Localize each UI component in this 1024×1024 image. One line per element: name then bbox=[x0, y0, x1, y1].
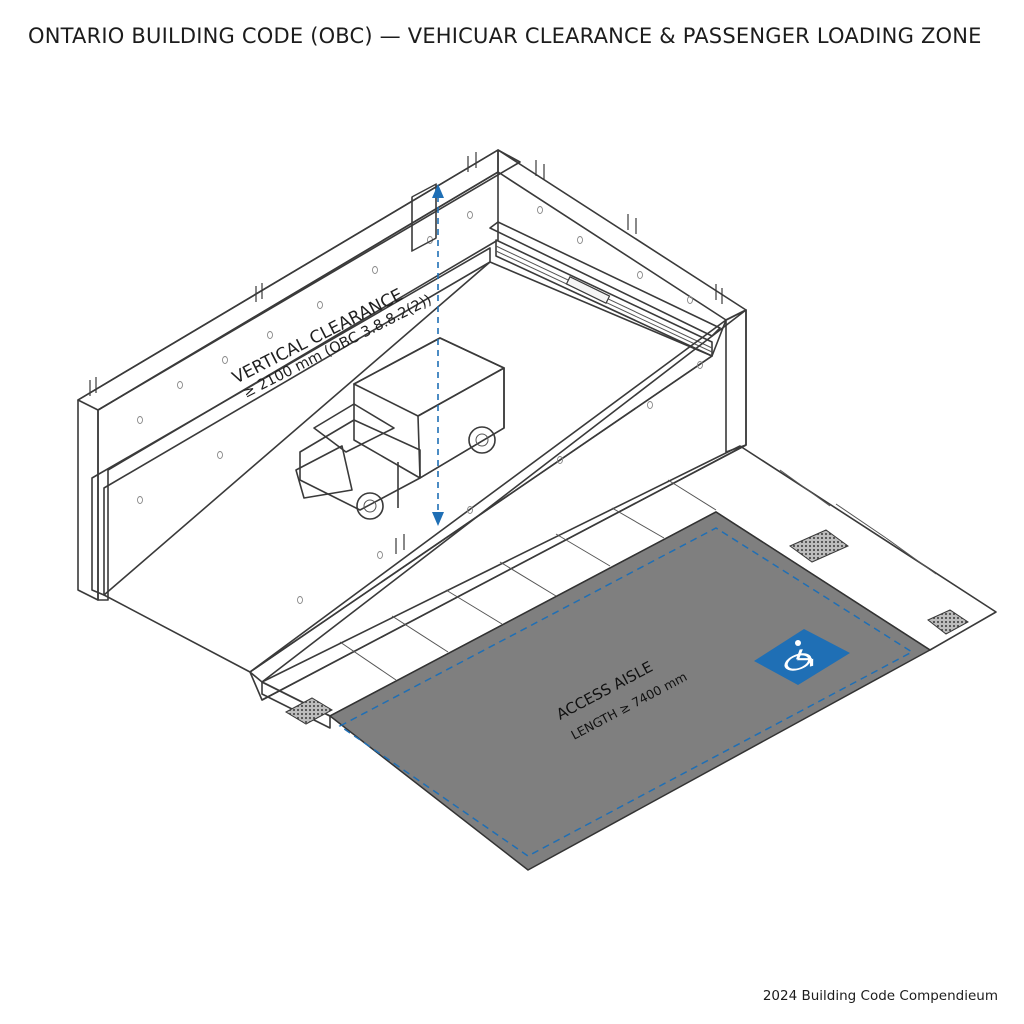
page-title: ONTARIO BUILDING CODE (OBC) — VEHICUAR C… bbox=[28, 24, 982, 48]
tactile-warning-strip bbox=[284, 697, 334, 725]
inner-left-wall bbox=[97, 171, 499, 601]
van bbox=[295, 183, 505, 520]
wheelchair-accessibility-icon bbox=[754, 629, 850, 685]
form-tie-holes bbox=[137, 206, 703, 604]
access-aisle-boundary bbox=[338, 527, 914, 857]
access-aisle bbox=[328, 511, 932, 871]
ramp-right-wall-top bbox=[249, 309, 747, 683]
tactile-warning-strip bbox=[927, 609, 969, 635]
garage-opening bbox=[489, 221, 721, 337]
arrow-down-icon bbox=[432, 512, 444, 526]
exit-sign bbox=[565, 275, 611, 305]
footer-credit: 2024 Building Code Compendieum bbox=[762, 988, 998, 1004]
back-wall bbox=[497, 149, 747, 453]
ramp-side-band bbox=[91, 247, 491, 596]
sidewalk-joints bbox=[339, 469, 937, 681]
tactile-warning-strip bbox=[789, 529, 849, 563]
vertical-clearance-dimension bbox=[432, 184, 444, 526]
rebar-stubs bbox=[89, 152, 723, 554]
left-wall-top bbox=[77, 149, 521, 411]
arrow-up-icon bbox=[432, 184, 444, 198]
